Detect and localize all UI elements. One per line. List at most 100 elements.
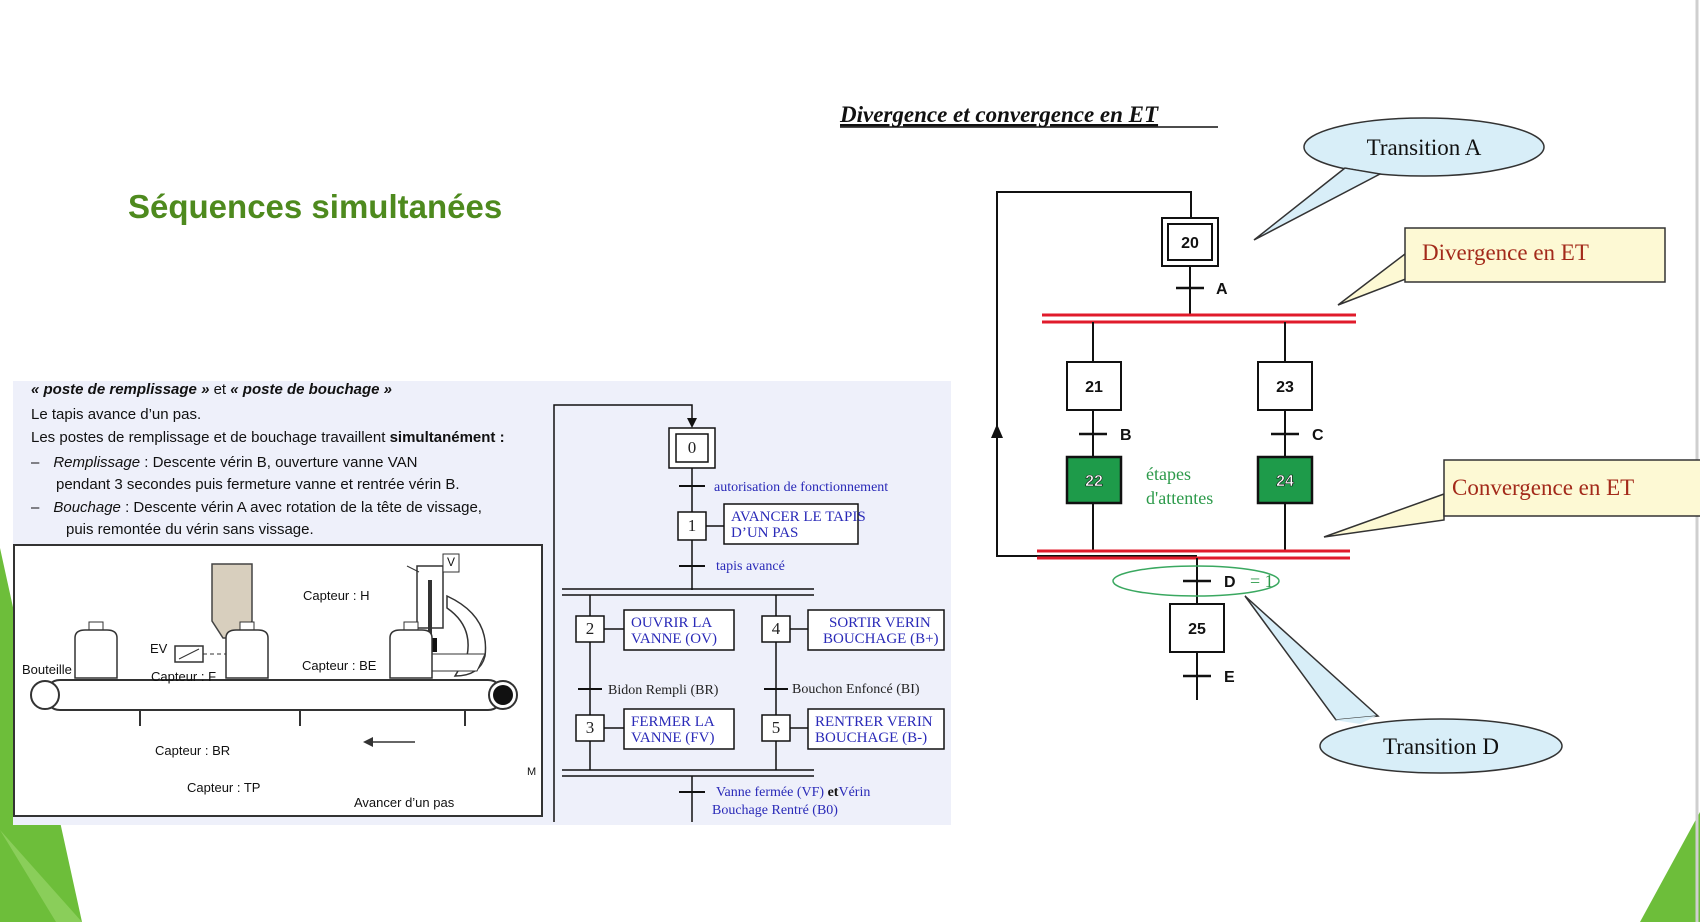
transition-a-label: A [1216, 281, 1228, 298]
loop-line-right [996, 191, 1197, 557]
bottle-2 [225, 621, 269, 679]
transition-c-label: C [1312, 427, 1324, 444]
ev-diag [178, 648, 200, 660]
bullet1-name: Remplissage [53, 454, 141, 471]
action-5-box [807, 708, 945, 750]
step-3-number: 3 [586, 718, 595, 737]
transition-0-label: autorisation de fonctionnement [714, 480, 888, 495]
bullet-dash: – [31, 499, 40, 516]
t-end-a: Vanne fermée (VF) [716, 785, 828, 800]
step-4-number: 4 [772, 619, 781, 638]
heading-part1: « poste de remplissage » [31, 381, 210, 398]
label-bouteille: Bouteille [22, 662, 72, 677]
step-5-number: 5 [772, 718, 781, 737]
line2-bold: simultanément : [389, 429, 505, 446]
step-0-inner [675, 433, 709, 463]
bottle-3 [389, 621, 433, 679]
transition-4-label: Bouchon Enfoncé (BI) [792, 682, 920, 697]
bullet-remplissage: –Remplissage : Descente vérin B, ouvertu… [31, 454, 417, 471]
waiting-label-line2: d'attentes [1146, 488, 1213, 508]
panel-line1: Le tapis avance d’un pas. [31, 406, 202, 423]
label-avancer: Avancer d’un pas [354, 795, 455, 810]
action-4-line2: BOUCHAGE (B+) [823, 631, 939, 647]
t-end-et: et [828, 785, 839, 800]
step-23-number: 23 [1276, 379, 1294, 396]
label-capteur-be: Capteur : BE [302, 658, 377, 673]
panel-line2: Les postes de remplissage et de bouchage… [31, 429, 505, 446]
transition-b-label: B [1120, 427, 1132, 444]
action-1-line1: AVANCER LE TAPIS [731, 509, 866, 525]
label-capteur-f: Capteur : F [151, 669, 217, 684]
line2-text: Les postes de remplissage et de bouchage… [31, 429, 390, 446]
transition-end-line2: Bouchage Rentré (B0) [712, 803, 838, 818]
action-2-line2: VANNE (OV) [631, 631, 717, 647]
callout-transition-a-text: Transition A [1367, 135, 1482, 160]
label-capteur-tp: Capteur : TP [187, 780, 261, 795]
label-capteur-h: Capteur : H [303, 588, 370, 603]
callout-transition-d-text: Transition D [1383, 734, 1499, 759]
action-3-line2: VANNE (FV) [631, 730, 714, 746]
label-v: V [447, 555, 456, 569]
d-condition-ellipse [1112, 565, 1280, 597]
transition-d-label: D [1224, 574, 1236, 591]
callout-transition-a: Transition A [1253, 117, 1545, 241]
label-ev: EV [150, 641, 168, 656]
action-2-line1: OUVRIR LA [631, 615, 712, 631]
callout-convergence: Convergence en ET [1323, 459, 1700, 538]
step-2-number: 2 [586, 619, 595, 638]
action-3-box [623, 708, 735, 750]
step-20-number: 20 [1181, 235, 1199, 252]
loop-arrow-right [991, 424, 1003, 438]
action-1-line2: D’UN PAS [731, 525, 798, 541]
action-4-box [807, 609, 945, 651]
machine-schematic [30, 553, 518, 747]
step-23 [1257, 361, 1313, 411]
d-condition-text: = 1 [1250, 571, 1274, 591]
transition-end-line1: Vanne fermée (VF) etVérin [716, 785, 870, 800]
callout-transition-d: Transition D [1244, 595, 1563, 774]
action-3-line1: FERMER LA [631, 714, 715, 730]
bottle-1 [74, 621, 118, 679]
t-end-b: Vérin [838, 785, 870, 800]
waiting-label-line1: étapes [1146, 464, 1191, 484]
transition-2-label: Bidon Rempli (BR) [608, 683, 719, 698]
motor-roller [493, 685, 513, 705]
bullet-bouchage: –Bouchage : Descente vérin A avec rotati… [31, 499, 482, 516]
callout-divergence: Divergence en ET [1337, 227, 1666, 306]
heading-and: et [209, 381, 231, 398]
right-green-triangle [1640, 812, 1700, 922]
conveyor-roller-left [30, 680, 60, 710]
grafcet-left: 0 autorisation de fonctionnement 1 AVANC… [553, 404, 945, 822]
machine-drawing: Capteur : H Capteur : BE EV Capteur : F … [13, 544, 543, 817]
bullet2-name: Bouchage [53, 499, 121, 516]
step-22-number: 22 [1085, 473, 1103, 490]
v-motor [442, 553, 460, 573]
loop-arrow [687, 418, 697, 428]
step-24-number: 24 [1276, 473, 1294, 490]
bullet1-text: : Descente vérin B, ouverture vanne VAN [140, 454, 418, 471]
action-5-line2: BOUCHAGE (B-) [815, 730, 927, 746]
step-21-number: 21 [1085, 379, 1103, 396]
step-20-inner [1167, 223, 1213, 261]
step-25 [1169, 603, 1225, 653]
capping-rod [428, 580, 432, 642]
callout-divergence-text: Divergence en ET [1422, 240, 1589, 265]
transition-1-label: tapis avancé [716, 559, 785, 574]
bullet1-continuation: pendant 3 secondes puis fermeture vanne … [56, 476, 460, 493]
grafcet-right: Divergence et convergence en ET 20 A 21 … [839, 102, 1700, 774]
action-4-line1: SORTIR VERIN [829, 615, 931, 631]
conveyor-belt [44, 679, 504, 711]
action-1-box [723, 503, 859, 545]
transition-e-label: E [1224, 669, 1235, 686]
loop-line [553, 404, 693, 822]
bullet-dash: – [31, 454, 40, 471]
bullet2-text: : Descente vérin A avec rotation de la t… [120, 499, 482, 516]
callout-convergence-text: Convergence en ET [1452, 475, 1634, 500]
panel-heading: « poste de remplissage » et « poste de b… [31, 381, 392, 398]
step-21 [1066, 361, 1122, 411]
h-sensor-line [406, 565, 420, 573]
step-1-number: 1 [688, 516, 697, 535]
step-0-number: 0 [688, 438, 697, 457]
heading-part2: « poste de bouchage » [230, 381, 392, 398]
